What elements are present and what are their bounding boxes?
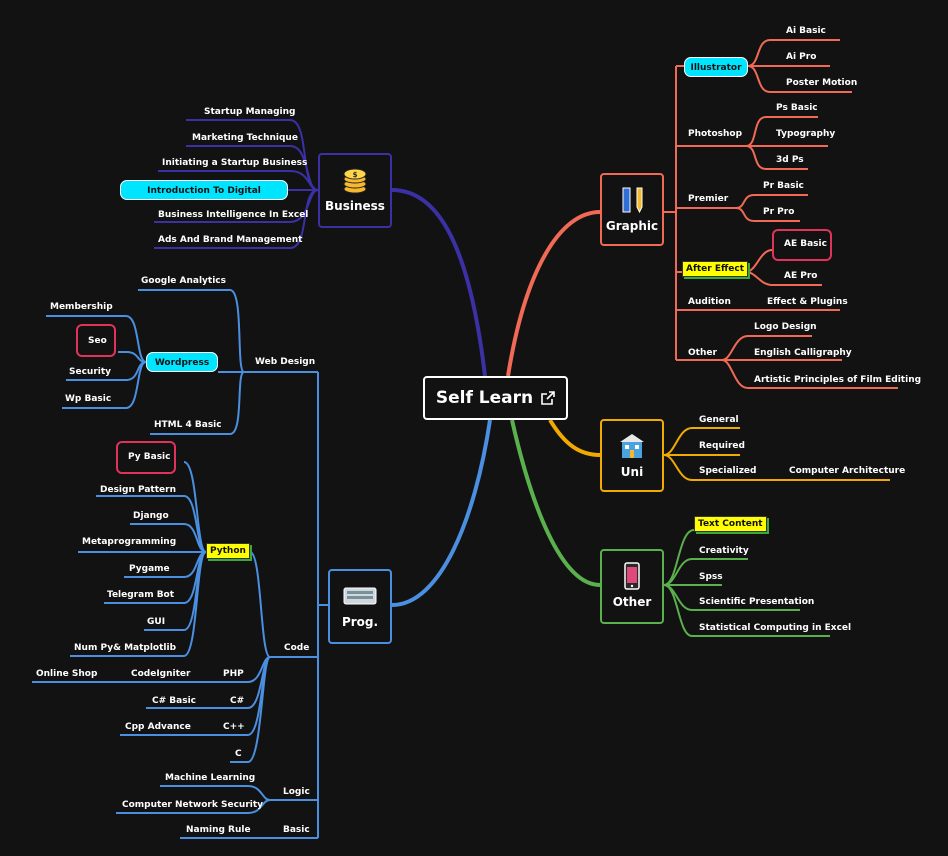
- audition-item[interactable]: Effect & Plugins: [767, 297, 848, 307]
- wordpress-item[interactable]: Wp Basic: [65, 394, 112, 404]
- root-title: Self Learn: [435, 388, 534, 408]
- building-icon: [620, 434, 644, 458]
- php-node[interactable]: PHP: [223, 669, 244, 679]
- audition-node[interactable]: Audition: [688, 297, 731, 307]
- other-item[interactable]: Statistical Computing in Excel: [699, 623, 852, 633]
- illustrator-item[interactable]: Poster Motion: [786, 78, 858, 88]
- photoshop-node[interactable]: Photoshop: [688, 129, 743, 139]
- uni-item[interactable]: General: [699, 415, 739, 425]
- business-title: Business: [325, 199, 385, 213]
- python-item[interactable]: Django: [133, 511, 169, 521]
- graphic-other-item[interactable]: Artistic Principles of Film Editing: [754, 375, 922, 385]
- business-item[interactable]: Initiating a Startup Business: [162, 158, 308, 168]
- coins-icon: $: [343, 168, 367, 194]
- business-node[interactable]: $ Business: [318, 153, 392, 228]
- illustrator-node[interactable]: Illustrator: [684, 57, 748, 77]
- php-item[interactable]: CodeIgniter: [131, 669, 191, 679]
- business-item-highlighted[interactable]: Introduction To Digital Marketing: [120, 180, 288, 216]
- python-item[interactable]: Num Py& Matplotlib: [74, 643, 177, 653]
- root-node[interactable]: Self Learn: [423, 376, 568, 420]
- web-design-item[interactable]: HTML 4 Basic: [154, 420, 222, 430]
- wordpress-item[interactable]: Membership: [50, 302, 113, 312]
- ruler-pencil-icon: [622, 187, 643, 214]
- graphic-other-item[interactable]: Logo Design: [754, 322, 817, 332]
- after-effect-node[interactable]: After Effect: [682, 261, 749, 277]
- keyboard-icon: [343, 587, 377, 605]
- php-subitem[interactable]: Online Shop: [36, 669, 98, 679]
- c-node[interactable]: C: [235, 749, 242, 759]
- svg-text:$: $: [353, 171, 358, 179]
- uni-specialized-item[interactable]: Computer Architecture: [789, 466, 906, 476]
- python-item[interactable]: GUI: [147, 617, 166, 627]
- business-item[interactable]: Ads And Brand Management: [158, 235, 303, 245]
- highlight-frame: [116, 441, 176, 474]
- logic-item[interactable]: Computer Network Security: [122, 800, 264, 810]
- graphic-title: Graphic: [605, 219, 659, 233]
- other-node[interactable]: Other: [600, 549, 664, 624]
- illustrator-item[interactable]: Ai Pro: [786, 52, 817, 62]
- python-item[interactable]: Telegram Bot: [107, 590, 175, 600]
- highlight-frame: [772, 229, 832, 261]
- web-design-item[interactable]: Google Analytics: [141, 276, 226, 286]
- business-item[interactable]: Business Intelligence In Excel: [158, 210, 309, 220]
- prog-node[interactable]: Prog.: [328, 569, 392, 644]
- after-effect-item[interactable]: AE Pro: [784, 271, 818, 281]
- other-item[interactable]: Spss: [699, 572, 723, 582]
- external-link-icon[interactable]: [541, 391, 555, 405]
- python-item[interactable]: Py Basic: [128, 452, 171, 462]
- wordpress-item[interactable]: Seo: [88, 336, 107, 346]
- python-node[interactable]: Python: [206, 543, 250, 559]
- photoshop-item[interactable]: 3d Ps: [776, 155, 804, 165]
- premier-item[interactable]: Pr Basic: [763, 181, 804, 191]
- csharp-node[interactable]: C#: [230, 696, 245, 706]
- illustrator-item[interactable]: Ai Basic: [786, 26, 826, 36]
- csharp-item[interactable]: C# Basic: [152, 696, 196, 706]
- other-item[interactable]: Scientific Presentation: [699, 597, 815, 607]
- other-item[interactable]: Creativity: [699, 546, 749, 556]
- python-item[interactable]: Pygame: [129, 564, 170, 574]
- business-item[interactable]: Startup Managing: [204, 107, 296, 117]
- basic-item[interactable]: Naming Rule: [186, 825, 251, 835]
- uni-title: Uni: [620, 465, 644, 479]
- graphic-other-item[interactable]: English Calligraphy: [754, 348, 852, 358]
- web-design-node[interactable]: Web Design: [255, 357, 316, 367]
- code-node[interactable]: Code: [284, 643, 310, 653]
- cpp-node[interactable]: C++: [223, 722, 245, 732]
- smartphone-icon: [624, 562, 640, 590]
- uni-item[interactable]: Required: [699, 441, 745, 451]
- highlight-frame: [76, 324, 116, 357]
- python-item[interactable]: Design Pattern: [100, 485, 176, 495]
- python-item[interactable]: Metaprogramming: [82, 537, 177, 547]
- uni-item[interactable]: Specialized: [699, 466, 757, 476]
- graphic-other-node[interactable]: Other: [688, 348, 717, 358]
- wordpress-item[interactable]: Security: [69, 367, 112, 377]
- other-title: Other: [612, 595, 652, 609]
- wordpress-node[interactable]: Wordpress: [146, 352, 218, 372]
- premier-item[interactable]: Pr Pro: [763, 207, 795, 217]
- business-item[interactable]: Marketing Technique: [192, 133, 298, 143]
- other-item-highlighted[interactable]: Text Content: [694, 516, 767, 532]
- uni-node[interactable]: Uni: [600, 419, 664, 492]
- photoshop-item[interactable]: Typography: [776, 129, 836, 139]
- graphic-node[interactable]: Graphic: [600, 173, 664, 246]
- prog-title: Prog.: [341, 615, 379, 629]
- premier-node[interactable]: Premier: [688, 194, 729, 204]
- logic-item[interactable]: Machine Learning: [165, 773, 256, 783]
- photoshop-item[interactable]: Ps Basic: [776, 103, 818, 113]
- logic-node[interactable]: Logic: [283, 787, 310, 797]
- basic-node[interactable]: Basic: [283, 825, 310, 835]
- cpp-item[interactable]: Cpp Advance: [125, 722, 191, 732]
- after-effect-item[interactable]: AE Basic: [784, 239, 827, 249]
